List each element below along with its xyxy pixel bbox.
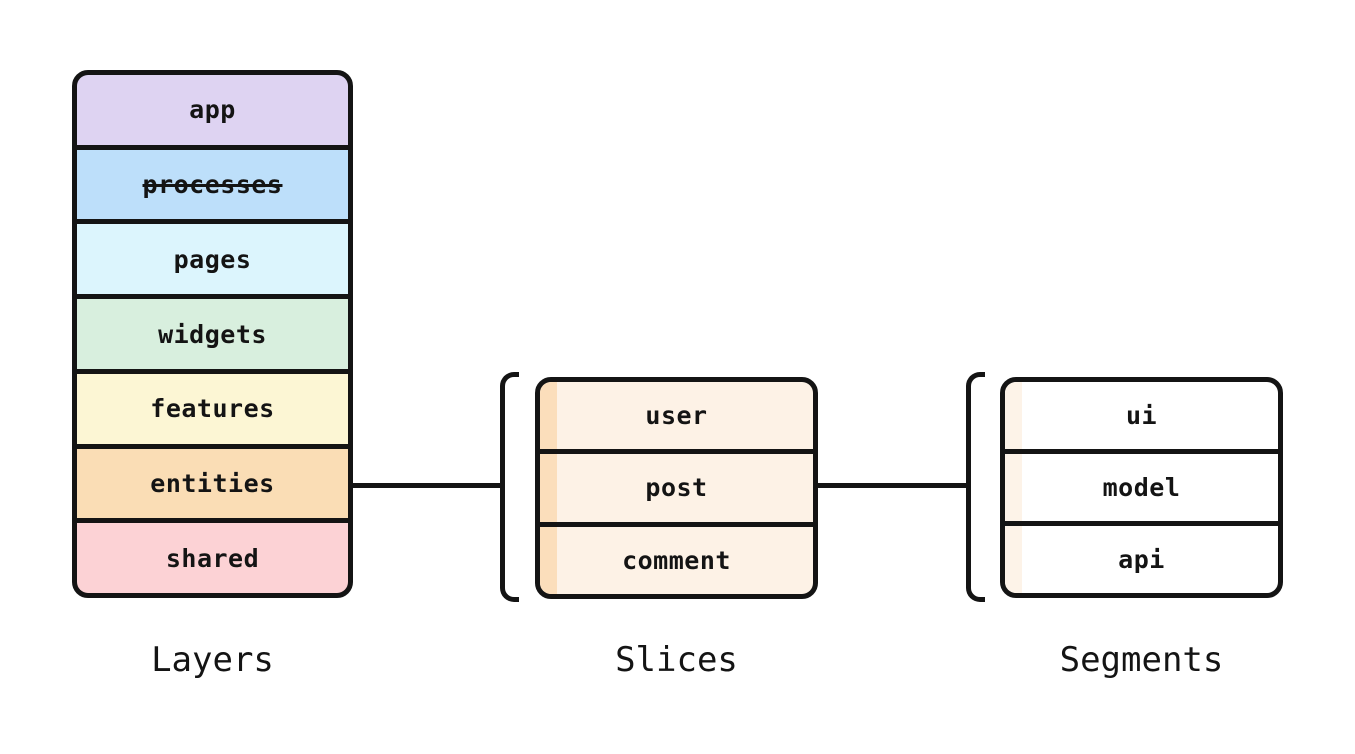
slice-row-user: user: [540, 382, 813, 450]
slices-bracket: [500, 372, 519, 602]
connector-entities-to-slices: [352, 483, 502, 488]
segments-stack: ui model api: [1000, 377, 1283, 598]
layer-row-app: app: [77, 75, 348, 145]
segments-caption: Segments: [1059, 640, 1224, 680]
layers-stack: app processes pages widgets features ent…: [72, 70, 353, 598]
segment-stripe: [1005, 526, 1022, 593]
segment-row-model: model: [1005, 449, 1278, 521]
layer-label-app: app: [189, 95, 236, 125]
segment-stripe: [1005, 382, 1022, 449]
layer-label-pages: pages: [173, 244, 252, 274]
layer-row-shared: shared: [77, 518, 348, 593]
segment-label-api: api: [1118, 545, 1165, 574]
layers-caption: Layers: [151, 640, 274, 680]
layer-row-entities: entities: [77, 443, 348, 519]
layer-row-features: features: [77, 368, 348, 444]
segment-label-ui: ui: [1125, 401, 1158, 430]
segment-row-ui: ui: [1005, 382, 1278, 449]
slice-stripe: [540, 382, 557, 450]
segment-row-api: api: [1005, 521, 1278, 593]
slice-row-post: post: [540, 449, 813, 522]
slice-label-comment: comment: [622, 545, 731, 575]
connector-post-to-segments: [818, 483, 968, 488]
segment-label-model: model: [1102, 473, 1181, 502]
segments-bracket: [966, 372, 985, 602]
layer-label-shared: shared: [165, 543, 260, 573]
layer-label-entities: entities: [150, 468, 275, 498]
slice-stripe: [540, 454, 557, 522]
slices-stack: user post comment: [535, 377, 818, 599]
layer-label-widgets: widgets: [158, 319, 267, 349]
slice-row-comment: comment: [540, 521, 813, 594]
layer-row-widgets: widgets: [77, 294, 348, 369]
slice-label-post: post: [645, 473, 708, 503]
slice-label-user: user: [645, 401, 708, 431]
slice-stripe: [540, 526, 557, 594]
segment-stripe: [1005, 454, 1022, 521]
layer-label-features: features: [150, 394, 275, 424]
layer-row-processes: processes: [77, 144, 348, 220]
layer-label-processes: processes: [142, 170, 283, 200]
layer-row-pages: pages: [77, 219, 348, 295]
slices-caption: Slices: [615, 640, 738, 680]
